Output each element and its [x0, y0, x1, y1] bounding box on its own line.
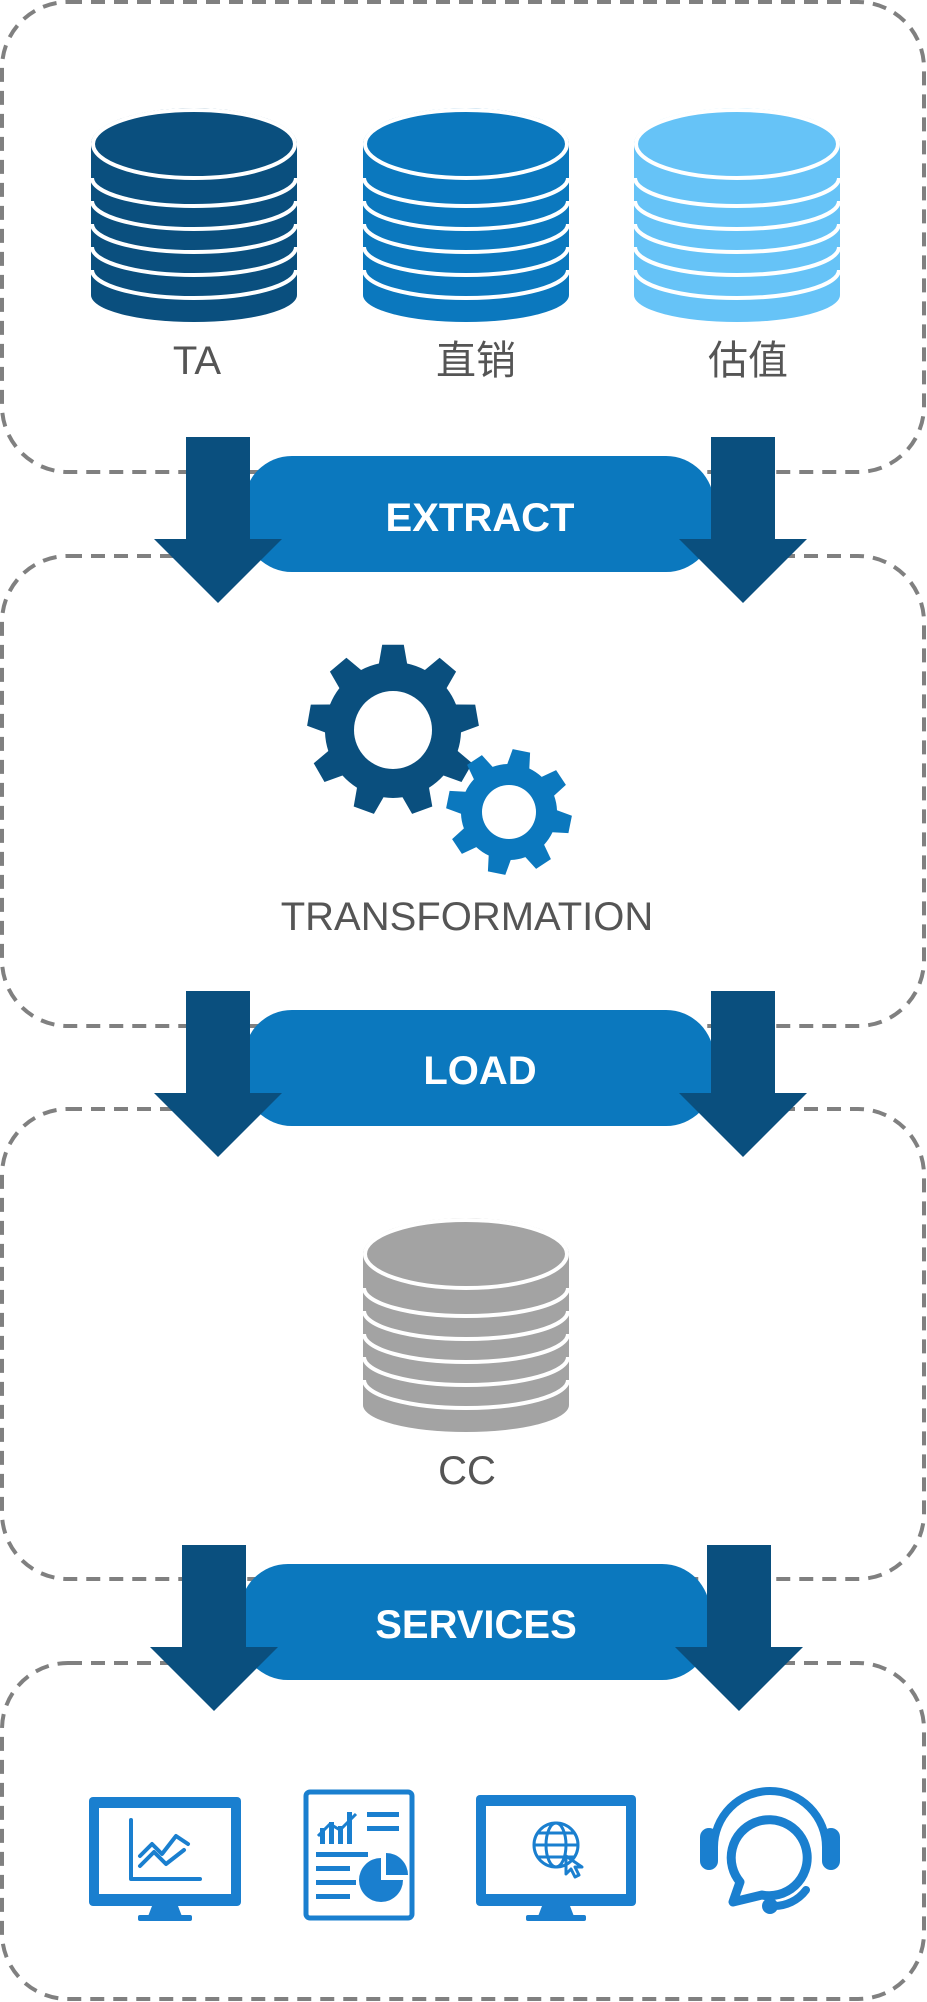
stage-services: SERVICES [150, 1545, 803, 1711]
large-gear-icon [307, 644, 479, 814]
transformation-section-box [0, 554, 926, 1028]
small-gear-icon [446, 749, 572, 875]
services-pill [240, 1564, 710, 1680]
database-icon-cc [361, 1216, 571, 1434]
source-label-valuation: 估值 [708, 339, 788, 383]
arrow-down-icon [679, 991, 807, 1157]
database-icon-valuation [632, 106, 842, 324]
target-database: CC [361, 1216, 571, 1493]
services-label: SERVICES [375, 1603, 577, 1647]
gears-icon: TRANSFORMATION [281, 644, 654, 939]
source-databases: TA 直销 估值 [89, 106, 842, 383]
stage-load: LOAD [154, 991, 807, 1157]
target-label-cc: CC [438, 1449, 496, 1493]
source-label-direct-sales: 直销 [436, 339, 516, 383]
arrow-down-icon [154, 437, 282, 603]
database-icon-direct-sales [361, 106, 571, 324]
monitor-globe-icon [476, 1795, 636, 1921]
database-icon-ta [89, 106, 299, 324]
arrow-down-icon [154, 991, 282, 1157]
stage-extract: EXTRACT [154, 437, 807, 603]
gear-hole [482, 785, 536, 839]
source-label-ta: TA [173, 339, 221, 383]
headset-chat-icon [700, 1787, 840, 1914]
arrow-down-icon [150, 1545, 278, 1711]
extract-pill [244, 456, 714, 572]
report-document-icon [303, 1789, 415, 1921]
transformation-label: TRANSFORMATION [281, 895, 654, 939]
gear-hole [354, 691, 432, 769]
monitor-chart-icon [89, 1797, 241, 1921]
load-pill [244, 1010, 714, 1126]
arrow-down-icon [679, 437, 807, 603]
service-icons [89, 1787, 840, 1921]
extract-label: EXTRACT [386, 496, 575, 540]
arrow-down-icon [675, 1545, 803, 1711]
load-label: LOAD [423, 1049, 536, 1093]
